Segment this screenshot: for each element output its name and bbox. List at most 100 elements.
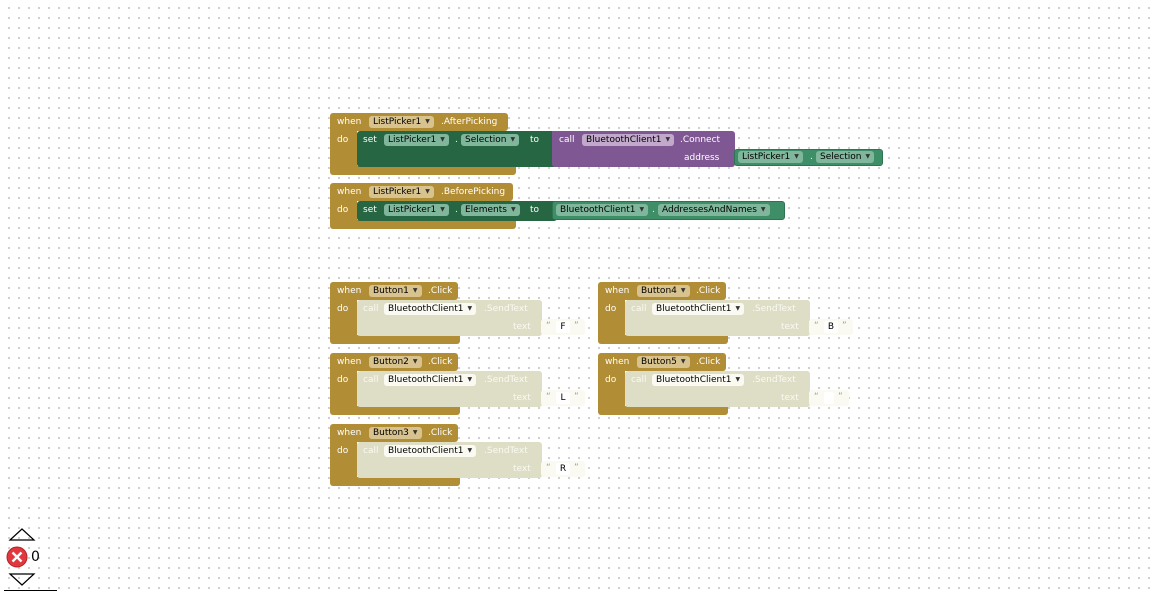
dot-label: . bbox=[652, 205, 655, 215]
text-value-field[interactable] bbox=[824, 392, 834, 404]
dropdown-arrow-icon: ▼ bbox=[680, 358, 686, 365]
close-quote-icon: ” bbox=[842, 321, 847, 331]
event-component-dropdown[interactable]: Button3▼ bbox=[369, 427, 422, 439]
to-label: to bbox=[530, 135, 540, 145]
address-label: address bbox=[684, 153, 720, 163]
when-label: when bbox=[337, 286, 362, 296]
call-method-label: .SendText bbox=[752, 304, 796, 314]
block-button5-click[interactable]: when Button5▼ .Click do call BluetoothCl… bbox=[598, 353, 858, 417]
dropdown-arrow-icon: ▼ bbox=[510, 206, 516, 213]
dropdown-arrow-icon: ▼ bbox=[467, 376, 473, 383]
event-component-dropdown[interactable]: ListPicker1▼ bbox=[369, 116, 434, 128]
block-listpicker-afterpicking[interactable]: when ListPicker1▼ .AfterPicking do set L… bbox=[330, 113, 890, 177]
triangle-up-icon[interactable] bbox=[8, 528, 36, 542]
call-method-label: .SendText bbox=[752, 375, 796, 385]
dropdown-arrow-icon: ▼ bbox=[510, 136, 516, 143]
open-quote-icon: “ bbox=[546, 463, 551, 473]
set-label: set bbox=[363, 205, 377, 215]
block-button2-click[interactable]: when Button2▼ .Click do call BluetoothCl… bbox=[330, 353, 590, 417]
call-label: call bbox=[631, 375, 647, 385]
dropdown-arrow-icon: ▼ bbox=[440, 206, 445, 213]
error-x-icon[interactable] bbox=[6, 546, 28, 568]
call-component-dropdown[interactable]: BluetoothClient1▼ bbox=[652, 303, 745, 315]
event-component-dropdown[interactable]: Button5▼ bbox=[637, 356, 690, 368]
call-component-dropdown[interactable]: BluetoothClient1▼ bbox=[384, 374, 477, 386]
close-quote-icon: ” bbox=[838, 392, 843, 402]
text-value-field[interactable]: R bbox=[556, 463, 570, 475]
call-component-dropdown[interactable]: BluetoothClient1▼ bbox=[582, 134, 675, 146]
call-label: call bbox=[559, 135, 575, 145]
block-button1-click[interactable]: when Button1▼ .Click do call BluetoothCl… bbox=[330, 282, 590, 346]
do-label: do bbox=[605, 375, 617, 385]
block-button3-click[interactable]: when Button3▼ .Click do call BluetoothCl… bbox=[330, 424, 590, 488]
dropdown-arrow-icon: ▼ bbox=[467, 447, 473, 454]
block-button4-click[interactable]: when Button4▼ .Click do call BluetoothCl… bbox=[598, 282, 858, 346]
dropdown-arrow-icon: ▼ bbox=[865, 153, 871, 160]
do-label: do bbox=[337, 375, 349, 385]
open-quote-icon: “ bbox=[546, 392, 551, 402]
dropdown-arrow-icon: ▼ bbox=[735, 305, 741, 312]
get-property-dropdown[interactable]: Selection▼ bbox=[816, 151, 875, 163]
dropdown-arrow-icon: ▼ bbox=[794, 153, 799, 160]
close-quote-icon: ” bbox=[574, 463, 579, 473]
call-method-label: .SendText bbox=[484, 446, 528, 456]
triangle-down-icon[interactable] bbox=[8, 572, 36, 586]
get-component-dropdown[interactable]: BluetoothClient1▼ bbox=[556, 204, 649, 216]
call-label: call bbox=[363, 304, 379, 314]
dropdown-arrow-icon: ▼ bbox=[760, 206, 766, 213]
event-name-label: .Click bbox=[428, 357, 453, 367]
to-label: to bbox=[530, 205, 540, 215]
event-name-label: .Click bbox=[428, 286, 453, 296]
do-label: do bbox=[337, 205, 349, 215]
dropdown-arrow-icon: ▼ bbox=[440, 136, 445, 143]
call-component-dropdown[interactable]: BluetoothClient1▼ bbox=[384, 303, 477, 315]
dot-label: . bbox=[455, 135, 458, 145]
event-name-label: .Click bbox=[428, 428, 453, 438]
text-label: text bbox=[513, 322, 531, 332]
dropdown-arrow-icon: ▼ bbox=[467, 305, 473, 312]
dropdown-arrow-icon: ▼ bbox=[412, 429, 418, 436]
call-method-label: .Connect bbox=[680, 135, 721, 145]
open-quote-icon: “ bbox=[814, 392, 819, 402]
dot-label: . bbox=[455, 205, 458, 215]
text-value-field[interactable]: F bbox=[556, 321, 570, 333]
event-component-dropdown[interactable]: ListPicker1▼ bbox=[369, 186, 434, 198]
call-component-dropdown[interactable]: BluetoothClient1▼ bbox=[652, 374, 745, 386]
dot-label: . bbox=[810, 152, 813, 162]
when-label: when bbox=[337, 117, 362, 127]
get-component-dropdown[interactable]: ListPicker1▼ bbox=[738, 151, 803, 163]
call-method-label: .SendText bbox=[484, 304, 528, 314]
do-label: do bbox=[337, 135, 349, 145]
set-component-dropdown[interactable]: ListPicker1▼ bbox=[384, 204, 449, 216]
text-label: text bbox=[781, 393, 799, 403]
call-component-dropdown[interactable]: BluetoothClient1▼ bbox=[384, 445, 477, 457]
when-label: when bbox=[337, 428, 362, 438]
dropdown-arrow-icon: ▼ bbox=[425, 188, 430, 195]
close-quote-icon: ” bbox=[574, 392, 579, 402]
do-label: do bbox=[337, 304, 349, 314]
set-component-dropdown[interactable]: ListPicker1▼ bbox=[384, 134, 449, 146]
call-label: call bbox=[363, 375, 379, 385]
get-property-dropdown[interactable]: AddressesAndNames▼ bbox=[658, 204, 770, 216]
open-quote-icon: “ bbox=[546, 321, 551, 331]
event-component-dropdown[interactable]: Button1▼ bbox=[369, 285, 422, 297]
event-component-dropdown[interactable]: Button4▼ bbox=[637, 285, 690, 297]
event-name-label: .AfterPicking bbox=[441, 117, 498, 127]
text-value-field[interactable]: L bbox=[556, 392, 570, 404]
divider bbox=[4, 590, 57, 591]
do-label: do bbox=[337, 446, 349, 456]
do-label: do bbox=[605, 304, 617, 314]
dropdown-arrow-icon: ▼ bbox=[639, 206, 645, 213]
call-label: call bbox=[363, 446, 379, 456]
set-property-dropdown[interactable]: Elements▼ bbox=[461, 204, 520, 216]
error-count: 0 bbox=[31, 549, 40, 565]
text-value-field[interactable]: B bbox=[824, 321, 838, 333]
close-quote-icon: ” bbox=[574, 321, 579, 331]
dropdown-arrow-icon: ▼ bbox=[412, 287, 418, 294]
warning-indicator: 0 bbox=[4, 526, 60, 593]
block-listpicker-beforepicking[interactable]: when ListPicker1▼ .BeforePicking do set … bbox=[330, 183, 790, 231]
event-component-dropdown[interactable]: Button2▼ bbox=[369, 356, 422, 368]
text-label: text bbox=[513, 464, 531, 474]
set-property-dropdown[interactable]: Selection▼ bbox=[461, 134, 520, 146]
dropdown-arrow-icon: ▼ bbox=[665, 136, 671, 143]
